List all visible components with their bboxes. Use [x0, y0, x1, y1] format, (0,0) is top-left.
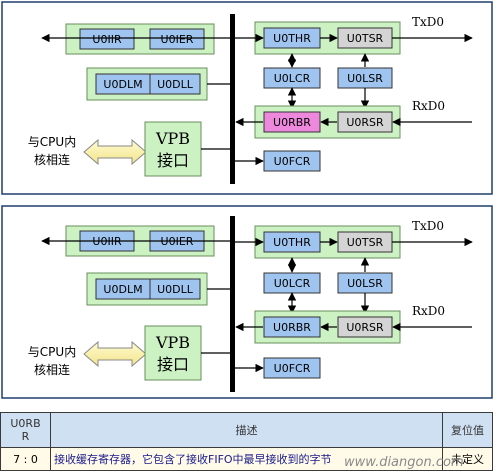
internal-bus — [230, 14, 235, 184]
internal-bus — [230, 216, 235, 392]
u0rbr-register — [263, 316, 321, 338]
u0lsr-label: U0LSR — [347, 72, 383, 85]
u0rbr-register-highlighted — [263, 111, 321, 133]
u0rsr-label: U0RSR — [346, 116, 384, 129]
cpu-label-line2: 核相连 — [34, 152, 70, 167]
u0rbr-label: U0RBR — [273, 321, 311, 334]
vpb-label-line2: 接口 — [157, 355, 189, 374]
bits-cell: 7 : 0 — [0, 447, 51, 471]
u0tsr-label: U0TSR — [347, 236, 384, 249]
u0lcr-label: U0LCR — [274, 277, 311, 290]
u0rsr-register — [337, 111, 393, 133]
u0dlm-label: U0DLM — [103, 78, 142, 91]
rxd-label: RxD0 — [412, 99, 445, 113]
vpb-interface-block — [144, 325, 202, 381]
header-reset-value: 复位值 — [442, 412, 493, 448]
u0dll-label: U0DLL — [157, 283, 194, 296]
vpb-label-line1: VPB — [155, 129, 190, 148]
u0fcr-label: U0FCR — [274, 362, 311, 375]
u0lsr-label: U0LSR — [347, 277, 383, 290]
u0fcr-register — [263, 357, 321, 379]
u0thr-label: U0THR — [273, 236, 311, 249]
u0thr-label: U0THR — [273, 32, 311, 45]
u0rbr-label: U0RBR — [273, 116, 311, 129]
vpb-label-line1: VPB — [155, 333, 190, 352]
uart-block-diagrams: U0IIR U0IER U0DLM U0DLL 与CPU内 核相连 VPB 接口… — [1, 1, 493, 399]
header-register-line2: R — [21, 430, 30, 443]
description-cell: 接收缓存寄存器，它包含了接收FIFO中最早接收到的字节 — [50, 447, 443, 471]
cpu-label-line1: 与CPU内 — [28, 345, 76, 359]
diagram-bottom: U0IIR U0IER U0DLM U0DLL 与CPU内 核相连 VPB 接口… — [1, 205, 493, 399]
u0ier-register — [149, 28, 205, 50]
u0iir-label: U0IIR — [92, 33, 122, 46]
u0fcr-label: U0FCR — [274, 155, 311, 168]
cpu-label-line1: 与CPU内 — [28, 135, 76, 149]
u0ier-label: U0IER — [161, 33, 194, 46]
header-description: 描述 — [50, 412, 443, 448]
vpb-label-line2: 接口 — [157, 151, 189, 170]
u0rsr-register — [337, 316, 393, 338]
u0rsr-label: U0RSR — [346, 321, 384, 334]
table-row: 7 : 0 接收缓存寄存器，它包含了接收FIFO中最早接收到的字节 未定义 — [0, 447, 493, 471]
u0iir-register — [79, 28, 135, 50]
watermark: www.diangon.com — [344, 455, 464, 470]
reset-value-cell: 未定义 — [442, 447, 493, 471]
u0dll-register — [149, 278, 201, 300]
u0dll-label: U0DLL — [157, 78, 194, 91]
cpu-label-line2: 核相连 — [34, 362, 70, 377]
u0dlm-label: U0DLM — [103, 283, 142, 296]
u0lcr-label: U0LCR — [274, 72, 311, 85]
vpb-interface-block — [144, 121, 202, 177]
u0fcr-register — [263, 150, 321, 172]
diagram-top: U0IIR U0IER U0DLM U0DLL 与CPU内 核相连 VPB 接口… — [1, 1, 493, 195]
txd-label: TxD0 — [412, 219, 444, 233]
header-register-line1: U0RB — [10, 417, 41, 430]
u0dll-register — [149, 73, 201, 95]
u0tsr-label: U0TSR — [347, 32, 384, 45]
txd-label: TxD0 — [412, 15, 444, 29]
rxd-label: RxD0 — [412, 304, 445, 318]
